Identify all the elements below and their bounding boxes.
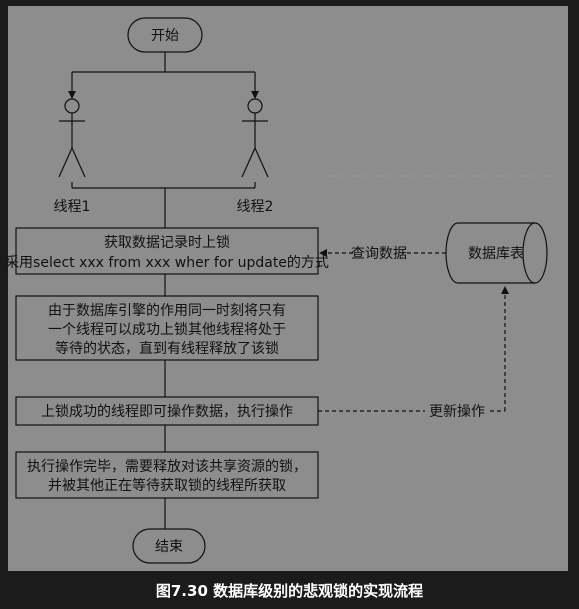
figure-caption: 图7.30 数据库级别的悲观锁的实现流程 (155, 582, 424, 600)
step3-line1: 上锁成功的线程即可操作数据，执行操作 (41, 404, 293, 420)
start-node: 开始 (127, 17, 203, 53)
thread1-actor-icon (58, 98, 86, 178)
step2-line2: 一个线程可以成功上锁其他线程将处于 (48, 322, 286, 338)
step2-line3: 等待的状态，直到有线程释放了该锁 (55, 340, 279, 357)
end-label: 结束 (155, 539, 183, 555)
step3-box: 上锁成功的线程即可操作数据，执行操作 (15, 396, 319, 426)
split-connector (68, 52, 259, 99)
thread1-label: 线程1 (54, 199, 91, 215)
query-label: 查询数据 (351, 246, 407, 262)
update-arrow (318, 286, 509, 412)
database-label: 数据库表 (468, 246, 524, 262)
step2-line1: 由于数据库引擎的作用同一时刻将只有 (48, 303, 286, 319)
step1-box: 获取数据记录时上锁 采用select xxx from xxx wher for… (5, 227, 329, 275)
step1-line2: 采用select xxx from xxx wher for update的方式 (5, 255, 329, 271)
flowchart-diagram: 开始 线程1 线程2 (5, 17, 558, 564)
thread2-actor-icon (241, 98, 269, 178)
thread2-label: 线程2 (237, 199, 274, 215)
end-node: 结束 (132, 528, 206, 564)
join-connector (71, 182, 256, 228)
update-label: 更新操作 (429, 404, 485, 420)
step1-line1: 获取数据记录时上锁 (104, 235, 230, 251)
start-label: 开始 (151, 28, 179, 44)
step4-box: 执行操作完毕，需要释放对该共享资源的锁， 并被其他正在等待获取锁的线程所获取 (15, 451, 319, 499)
step4-line2: 并被其他正在等待获取锁的线程所获取 (48, 477, 286, 494)
database-cylinder-icon (445, 222, 548, 284)
step4-line1: 执行操作完毕，需要释放对该共享资源的锁， (27, 458, 307, 475)
step2-box: 由于数据库引擎的作用同一时刻将只有 一个线程可以成功上锁其他线程将处于 等待的状… (15, 295, 319, 361)
